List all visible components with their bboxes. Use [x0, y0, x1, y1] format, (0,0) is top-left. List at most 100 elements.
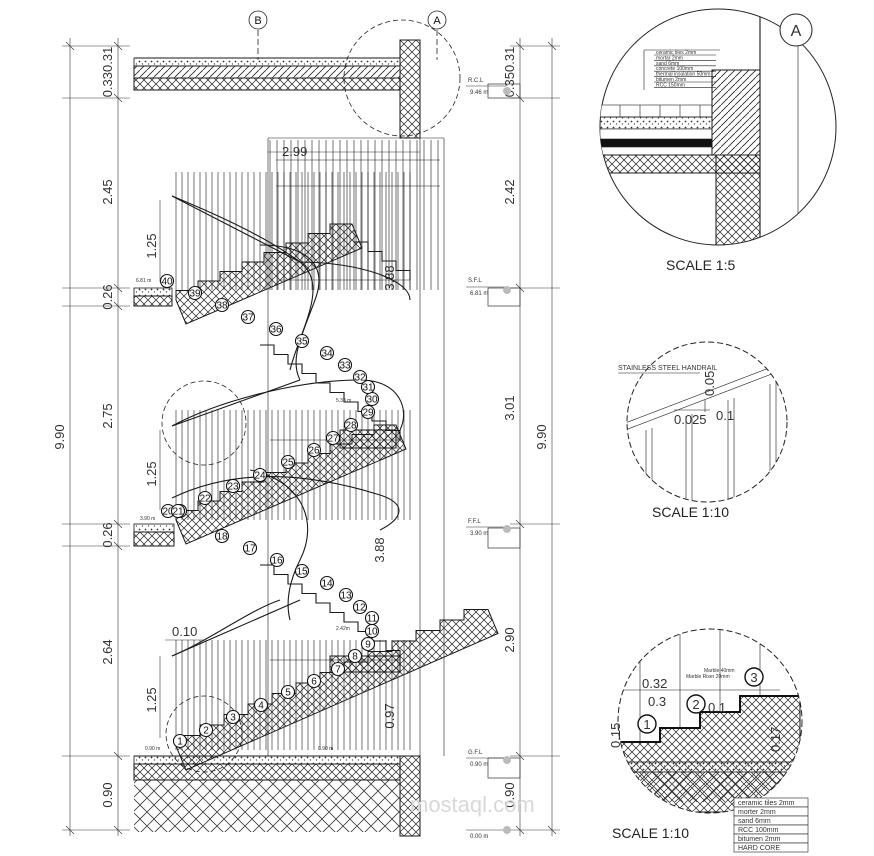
stair-return-2 — [260, 564, 401, 660]
level-marker-ground: 0.00 m — [466, 826, 511, 840]
step-number-37: 37 — [242, 313, 254, 324]
step-number-10: 10 — [366, 627, 378, 638]
watermark: mostaql.com — [410, 792, 535, 817]
step-bubble-14: 14 — [319, 575, 335, 591]
step-bubble-26: 26 — [306, 442, 322, 458]
dim-rail-height-b: 1.25 — [144, 461, 159, 486]
step-bubble-11: 11 — [364, 610, 380, 626]
ground-floor — [133, 755, 401, 832]
level-markers: R.C.L 9.46 m S.F.L 6.81 m F.F.L 3.90 m G… — [466, 78, 521, 840]
svg-text:0.90 m: 0.90 m — [470, 762, 488, 768]
grid-lines — [257, 30, 438, 60]
step-number-2: 2 — [203, 726, 209, 737]
level-marker-rcl: R.C.L 9.46 m — [466, 78, 521, 99]
step-number-29: 29 — [362, 408, 374, 419]
step-number-35: 35 — [296, 337, 308, 348]
label-ground-mid: 0.90 m — [318, 746, 333, 752]
step-bubble-23: 23 — [225, 478, 241, 494]
step-number-32: 32 — [354, 373, 366, 384]
dim-base-left: 0.90 — [100, 782, 115, 807]
step-number-22: 22 — [199, 494, 211, 505]
svg-text:S.F.L: S.F.L — [468, 278, 482, 284]
step-bubble-5: 5 — [280, 684, 296, 700]
step-bubble-29: 29 — [360, 404, 376, 420]
detail-a-callout-bubble — [779, 13, 813, 47]
step-number-34: 34 — [321, 349, 333, 360]
label-landing-ffl: 3.90 m — [140, 516, 155, 522]
step-number-39: 39 — [189, 289, 201, 300]
dim-top-right: 0.350.31 — [502, 47, 517, 98]
detail-a-layer: RCC 150mm — [656, 82, 685, 88]
detail-stair-layer: sand 6mm — [738, 818, 771, 825]
level-marker-ffl: F.F.L 3.90 m — [466, 519, 521, 549]
svg-text:F.F.L: F.F.L — [468, 519, 481, 525]
roof-slab — [133, 57, 401, 91]
dim-middle-flight-left: 2.75 — [100, 403, 115, 428]
dim-rail-height-a: 1.25 — [144, 233, 159, 258]
svg-text:6.81 m: 6.81 m — [470, 291, 488, 297]
step-number-40: 40 — [161, 277, 173, 288]
step-bubble-18: 18 — [214, 528, 230, 544]
detail-stair-layer: HARD CORE — [738, 845, 780, 852]
detail-a-layer: mortar 2mm — [656, 55, 683, 61]
step-number-38: 38 — [216, 301, 228, 312]
step-bubble-9: 9 — [360, 636, 376, 652]
step-number-27: 27 — [327, 434, 339, 445]
step-number-11: 11 — [367, 614, 378, 625]
step-number-25: 25 — [282, 458, 294, 469]
step-number-21: 21 — [172, 507, 184, 518]
detail-a-layer: ceramic tiles 2mm — [656, 50, 696, 56]
dim-ffl-slab-left: 0.26 — [100, 522, 115, 547]
grid-bubble-a: A — [427, 10, 447, 30]
detail-a-scale: SCALE 1:5 — [666, 257, 735, 273]
step-bubble-10: 10 — [364, 623, 380, 639]
step-number-26: 26 — [308, 446, 320, 457]
step-bubble-36: 36 — [268, 321, 284, 337]
step-bubble-35: 35 — [294, 333, 310, 349]
dim-bay-lower: 3.88 — [372, 537, 387, 562]
step-number-33: 33 — [339, 361, 351, 372]
step-bubble-13: 13 — [338, 587, 354, 603]
dim-rail-height-c: 1.25 — [144, 687, 159, 712]
handrail-line — [171, 599, 301, 657]
step-number-5: 5 — [285, 688, 291, 699]
dim-sfl-slab-left: 0.26 — [100, 284, 115, 309]
step-bubble-16: 16 — [269, 552, 285, 568]
step-number-30: 30 — [366, 395, 378, 406]
step-bubble-15: 15 — [294, 563, 310, 579]
sfl-slab — [133, 287, 173, 307]
detail-stair-dim-c: 0.15 — [608, 723, 623, 748]
step-number-20: 20 — [162, 507, 174, 518]
step-number-7: 7 — [335, 665, 341, 676]
detail-stair-dim-b: 0.3 — [648, 694, 666, 709]
callout-circles — [161, 19, 461, 773]
step-bubble-34: 34 — [319, 345, 335, 361]
dim-top-slab-left: 0.330.31 — [100, 47, 115, 98]
detail-a-layer: sand 6mm — [656, 61, 679, 67]
step-bubble-8: 8 — [347, 648, 363, 664]
detail-stair-step-3: 3 — [750, 670, 757, 685]
step-number-16: 16 — [271, 556, 283, 567]
detail-a-layer: bitumen 2mm — [656, 77, 686, 83]
dim-upper-right: 2.42 — [502, 179, 517, 204]
left-dimension-chain: 9.90 0.330.31 2.45 0.26 2.75 0.26 2.64 0… — [52, 38, 205, 836]
level-marker-sfl: S.F.L 6.81 m — [466, 278, 521, 307]
detail-a-callout-label: A — [791, 23, 802, 40]
step-bubble-3: 3 — [225, 709, 241, 725]
detail-a-layer: thermal insulation 50mm — [656, 72, 710, 78]
svg-text:G.F.L: G.F.L — [468, 750, 483, 756]
handrail-dim-b: 0.1 — [716, 408, 734, 423]
handrail-line — [171, 195, 301, 263]
svg-text:3.90 m: 3.90 m — [470, 531, 488, 537]
detail-stair-note-2: Marble Riser 20mm — [686, 674, 730, 680]
step-bubble-30: 30 — [364, 391, 380, 407]
step-number-4: 4 — [258, 701, 264, 712]
step-number-28: 28 — [345, 421, 357, 432]
detail-stair-dim-tread: 0.32 — [642, 676, 667, 691]
handrail-scale: SCALE 1:10 — [652, 504, 729, 520]
detail-stair-dim-e: 0.1 — [708, 700, 726, 715]
step-number-9: 9 — [365, 640, 371, 651]
step-bubble-40: 40 — [159, 273, 175, 289]
dim-rail-spacing: 0.10 — [172, 624, 197, 639]
